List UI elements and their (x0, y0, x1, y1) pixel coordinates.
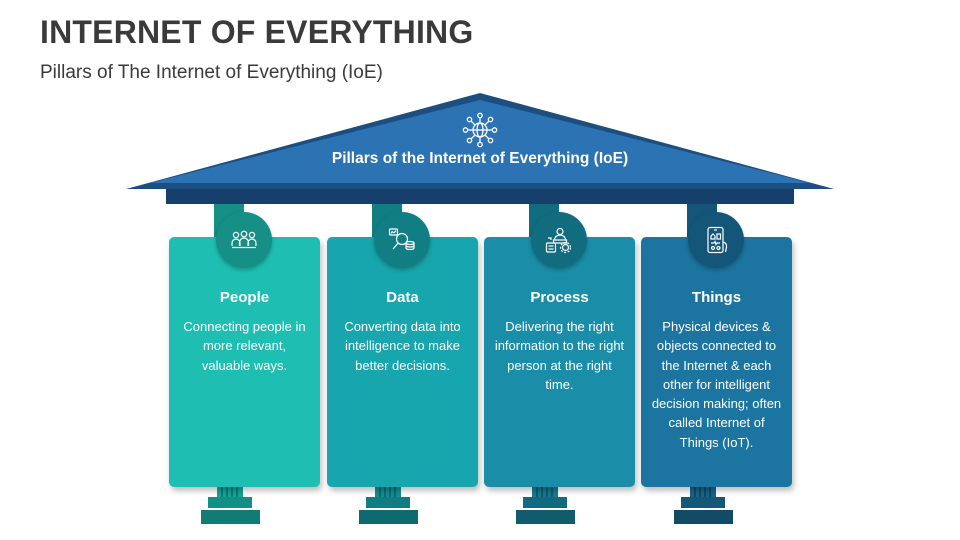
roof-title: Pillars of the Internet of Everything (I… (331, 150, 629, 167)
pillar-process: Process Delivering the right information… (484, 237, 635, 487)
people-group-icon (231, 230, 257, 249)
pillar-description: Delivering the right information to the … (494, 319, 625, 392)
network-globe-icon (462, 112, 498, 148)
data-analysis-icon (388, 228, 415, 251)
pillar-icon-badge (216, 212, 272, 268)
pillar-icon-badge (688, 212, 744, 268)
process-gear-icon (545, 227, 572, 254)
roof-beam (166, 189, 794, 204)
pillar-base-process (516, 487, 575, 524)
page-subtitle: Pillars of The Internet of Everything (I… (40, 62, 383, 83)
pillar-base-people (201, 487, 260, 524)
pillar-label: Process (530, 289, 589, 306)
pillar-data: Data Converting data into intelligence t… (327, 237, 478, 487)
pillar-icon-badge (374, 212, 430, 268)
smart-device-icon (707, 226, 728, 254)
pillar-label: Data (386, 289, 419, 306)
pillar-description: Physical devices & objects connected to … (651, 319, 782, 450)
pillar-icon-badge (531, 212, 587, 268)
pillar-base-things (674, 487, 733, 524)
pillar-things: Things Physical devices & objects connec… (641, 237, 792, 487)
pillar-label: People (219, 289, 270, 306)
pillar-description: Connecting people in more relevant, valu… (183, 319, 306, 373)
pillar-description: Converting data into intelligence to mak… (344, 319, 461, 373)
page-title: INTERNET OF EVERYTHING (40, 14, 474, 50)
pillar-people: People Connecting people in more relevan… (169, 237, 320, 487)
pillar-label: Things (691, 289, 742, 306)
pillar-base-data (359, 487, 418, 524)
